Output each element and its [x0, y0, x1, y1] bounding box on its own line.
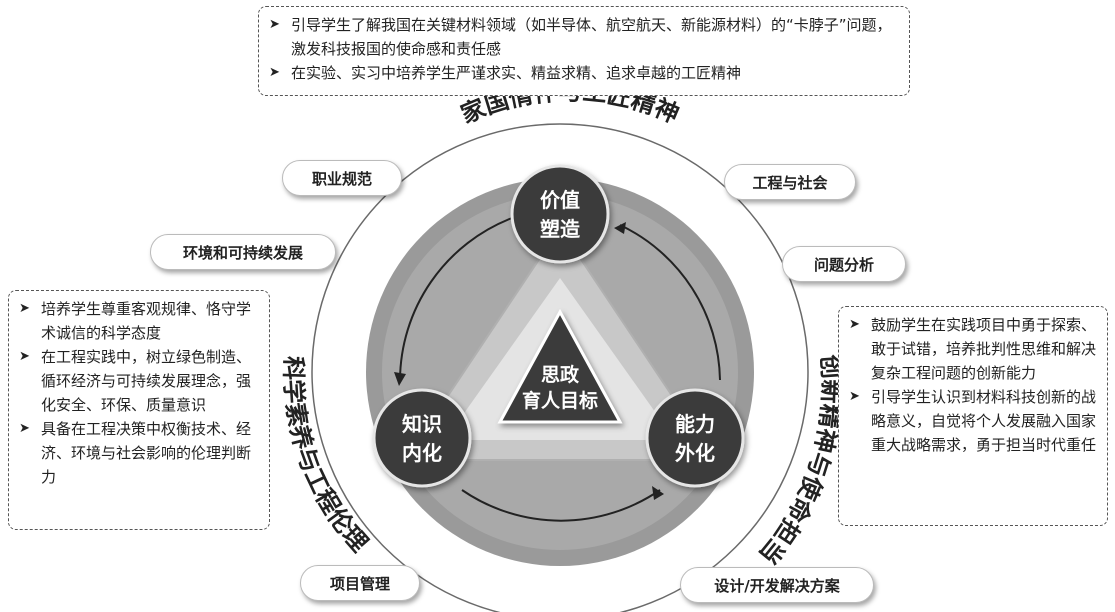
top-note-item: ➤在实验、实习中培养学生严谨求实、精益求精、追求卓越的工匠精神	[269, 61, 899, 85]
center-label-line1: 思政	[541, 363, 580, 386]
arrow-left-to-right-head	[652, 486, 664, 500]
arrow-right-to-top-head	[614, 222, 626, 234]
pill-huanjing: 环境和可持续发展	[150, 234, 336, 270]
pill-sheji-kaifa: 设计/开发解决方案	[680, 567, 874, 603]
arrow-bullet-icon: ➤	[19, 421, 30, 436]
arrow-bullet-icon: ➤	[269, 17, 280, 32]
left-note-item: ➤在工程实践中，树立绿色制造、循环经济与可持续发展理念，强化安全、环保、质量意识	[19, 345, 259, 417]
arrow-bullet-icon: ➤	[19, 349, 30, 364]
node-knowledge-line1: 知识	[402, 412, 442, 436]
pill-gongcheng-shehui: 工程与社会	[724, 164, 856, 200]
arrow-bullet-icon: ➤	[269, 65, 280, 80]
arrow-left-to-right	[461, 489, 661, 522]
node-value-shaping-line1: 价值	[540, 188, 580, 212]
node-ability	[645, 388, 745, 488]
arrow-bullet-icon: ➤	[19, 301, 30, 316]
right-note-item: ➤鼓励学生在实践项目中勇于探索、敢于试错，培养批判性思维和解决复杂工程问题的创新…	[849, 313, 1097, 385]
left-note-item: ➤具备在工程决策中权衡技术、经济、环境与社会影响的伦理判断力	[19, 417, 259, 489]
arrow-top-to-left-head	[394, 372, 406, 386]
top-note-item: ➤引导学生了解我国在关键材料领域（如半导体、航空航天、新能源材料）的“卡脖子”问…	[269, 13, 899, 61]
node-value-shaping-line2: 塑造	[540, 217, 581, 241]
pill-zhiye-guifan: 职业规范	[282, 160, 402, 196]
outer-ring-line	[311, 123, 809, 612]
right-note-item: ➤引导学生认识到材料科技创新的战略意义，自觉将个人发展融入国家重大战略需求，勇于…	[849, 385, 1097, 457]
pill-xiangmu-guanli: 项目管理	[300, 565, 420, 601]
left-note-item: ➤培养学生尊重客观规律、恪守学术诚信的科学态度	[19, 297, 259, 345]
arrow-top-to-left	[399, 217, 513, 381]
top-note-box: ➤引导学生了解我国在关键材料领域（如半导体、航空航天、新能源材料）的“卡脖子”问…	[258, 6, 910, 96]
arrow-bullet-icon: ➤	[849, 389, 860, 404]
node-knowledge-line2: 内化	[402, 441, 442, 465]
arrow-right-to-top	[619, 224, 721, 381]
node-ability-line2: 外化	[675, 441, 715, 465]
pill-wenti-fenxi: 问题分析	[782, 246, 906, 282]
center-triangle	[497, 308, 623, 424]
arc-label-right: 创新精神与使命担当	[754, 353, 846, 570]
center-label-line2: 育人目标	[522, 389, 598, 412]
node-knowledge	[372, 388, 472, 488]
left-note-box: ➤培养学生尊重客观规律、恪守学术诚信的科学态度 ➤在工程实践中，树立绿色制造、循…	[8, 290, 270, 530]
right-note-box: ➤鼓励学生在实践项目中勇于探索、敢于试错，培养批判性思维和解决复杂工程问题的创新…	[838, 306, 1108, 526]
node-value-shaping	[510, 164, 610, 264]
arrow-bullet-icon: ➤	[849, 317, 860, 332]
node-ability-line1: 能力	[675, 412, 715, 436]
